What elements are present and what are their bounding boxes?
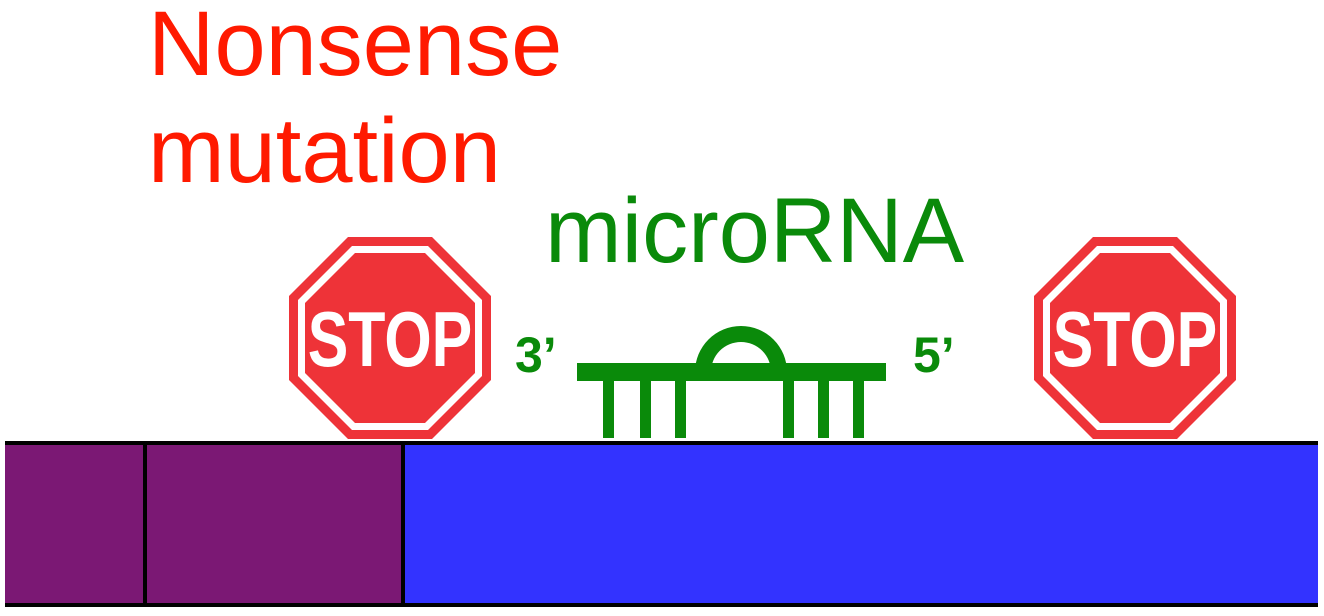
mrna-bar [5,441,1318,607]
three-prime-label: 3’ [515,327,557,383]
divider [143,443,147,605]
bottom-border [5,603,1318,607]
divider [401,443,405,605]
microrna-label: microRNA [545,180,965,282]
stop-sign-icon: STOP [289,237,491,439]
purple-region [5,443,403,605]
nonsense-label-line1: Nonsense [148,0,562,95]
top-border [5,441,1318,445]
stop-sign-text: STOP [308,296,473,383]
microrna-icon [577,326,886,438]
five-prime-label: 5’ [913,327,955,383]
blue-region [403,443,1318,605]
nonsense-label-line2: mutation [148,100,501,202]
stop-sign-text: STOP [1053,296,1218,383]
stop-sign-icon: STOP [1034,237,1236,439]
